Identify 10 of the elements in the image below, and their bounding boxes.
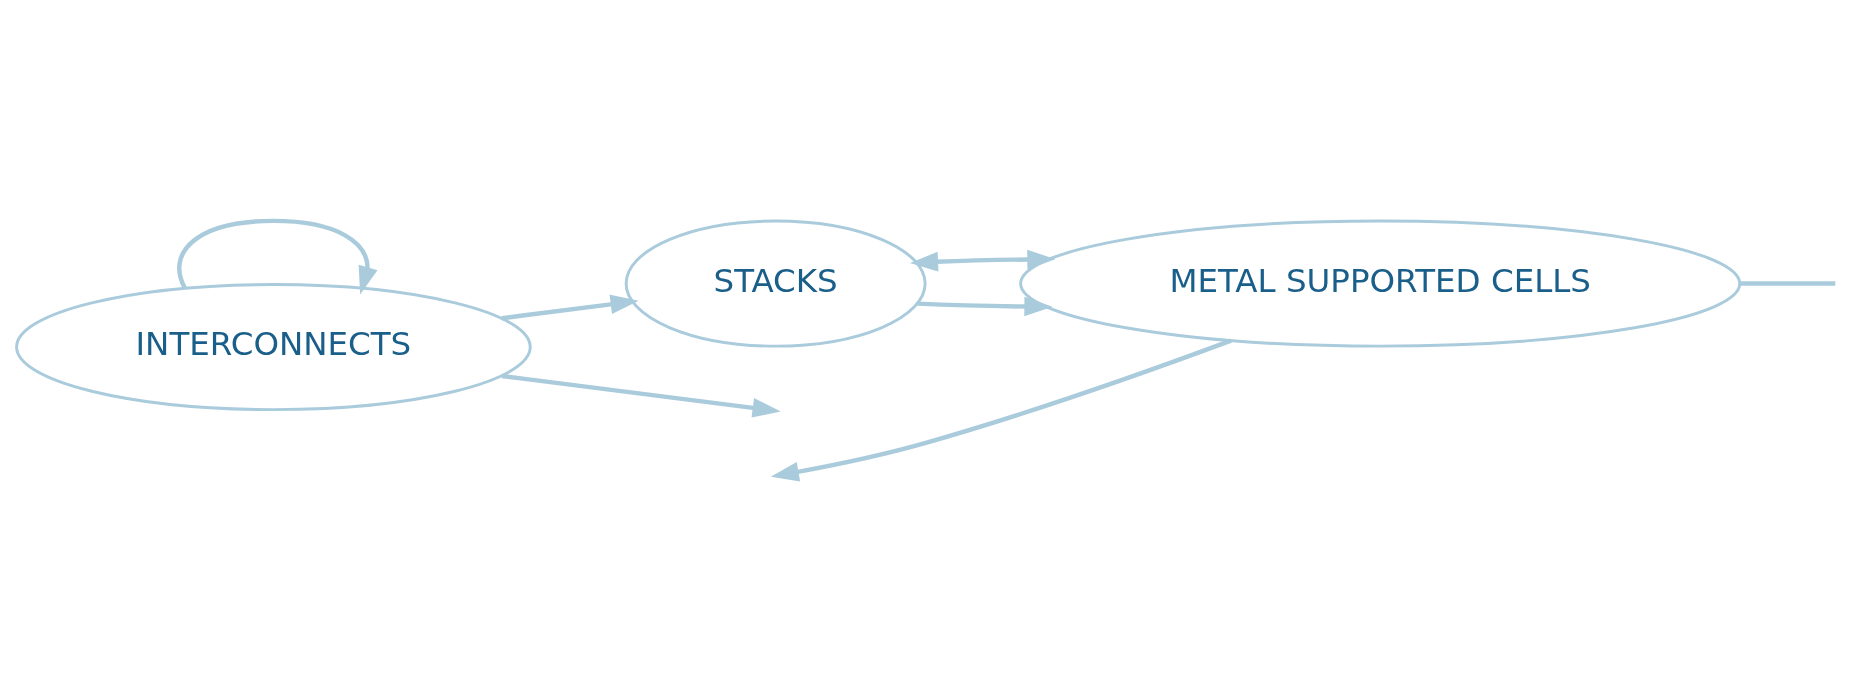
- arrow: [501, 294, 639, 320]
- node-ellipse: STACKS: [624, 219, 927, 348]
- node-ellipse: INTERCONNECTS: [15, 282, 532, 411]
- arrow: [909, 249, 1056, 272]
- connector: [1739, 280, 1836, 286]
- arrow: [917, 296, 1053, 316]
- arrow: [770, 338, 1232, 481]
- node-ellipse: METAL SUPPORTED CELLS: [1019, 219, 1742, 348]
- arrow: [501, 373, 781, 418]
- arrow: [177, 218, 378, 294]
